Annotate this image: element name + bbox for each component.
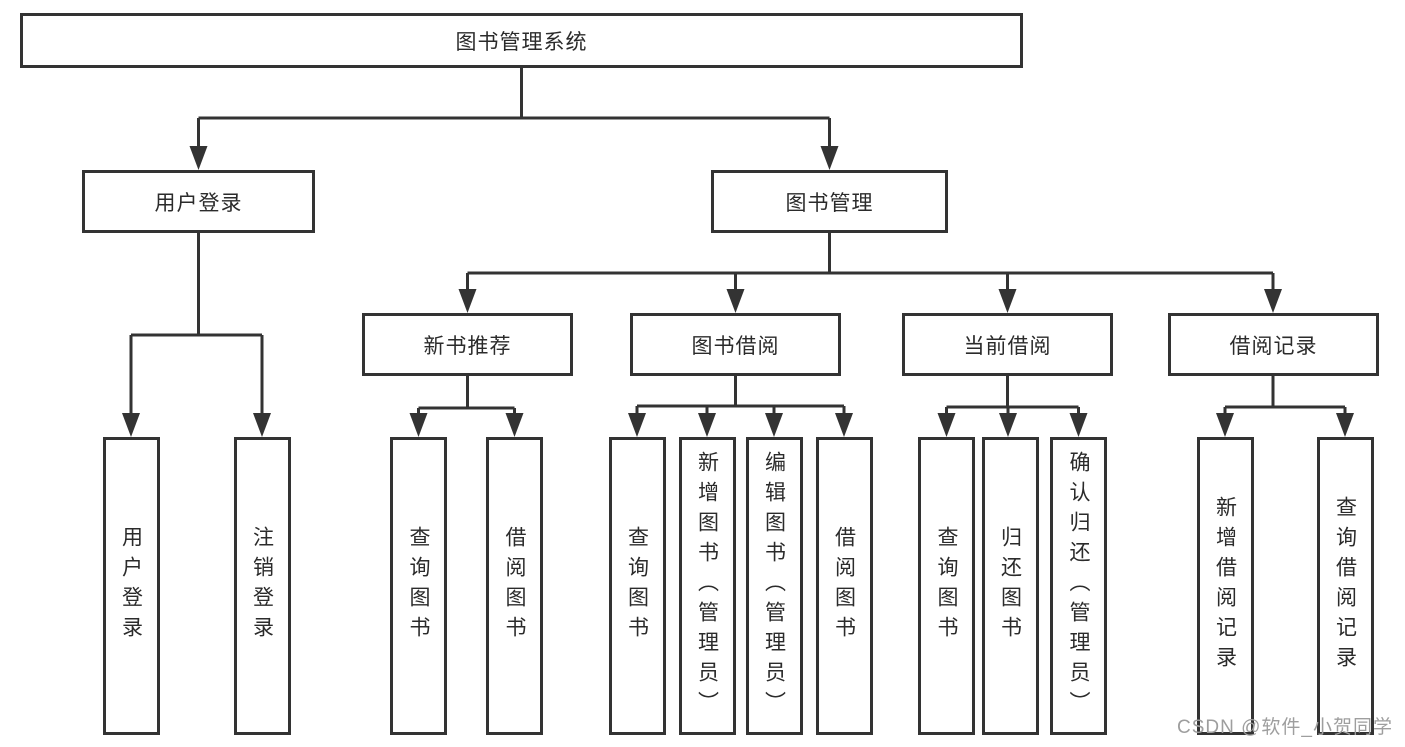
- node-user-login-label: 用户登录: [154, 191, 243, 215]
- node-new-book-rec-label: 新书推荐: [423, 334, 512, 358]
- node-root-label: 图书管理系统: [455, 30, 588, 54]
- leaf-logout-login-label: 注销登录: [250, 526, 274, 646]
- arrow-down-icon: [835, 413, 853, 437]
- leaf-query-books-borrow-label: 查询图书: [625, 526, 649, 646]
- leaf-query-borrow-record-label: 查询借阅记录: [1333, 496, 1357, 676]
- arrow-down-icon: [999, 413, 1017, 437]
- node-book-borrow: 图书借阅: [630, 313, 841, 376]
- node-book-mgmt: 图书管理: [711, 170, 948, 233]
- leaf-query-books-borrow: 查询图书: [608, 437, 666, 735]
- connector-user-login: [129, 233, 264, 417]
- connector-book-borrow: [635, 376, 846, 417]
- connector-root: [197, 68, 831, 150]
- leaf-add-borrow-record: 新增借阅记录: [1196, 437, 1254, 735]
- leaf-edit-book-admin-label: 编辑图书（管理员）: [762, 451, 786, 721]
- arrow-down-icon: [122, 413, 140, 437]
- csdn-watermark: CSDN @软件_小贺同学: [1177, 717, 1393, 738]
- arrow-down-icon: [253, 413, 271, 437]
- node-current-borrow-label: 当前借阅: [963, 334, 1052, 358]
- connector-current-borrow: [945, 376, 1080, 417]
- connector-borrow-record: [1223, 376, 1347, 417]
- node-borrow-record: 借阅记录: [1168, 313, 1379, 376]
- leaf-borrow-books: 借阅图书: [815, 437, 873, 735]
- arrow-down-icon: [1216, 413, 1234, 437]
- leaf-confirm-return-admin: 确认归还（管理员）: [1050, 437, 1107, 735]
- leaf-user-login: 用户登录: [102, 437, 160, 735]
- arrow-down-icon: [409, 413, 428, 437]
- node-new-book-rec: 新书推荐: [362, 313, 573, 376]
- leaf-borrow-books-rec: 借阅图书: [486, 437, 543, 735]
- leaf-query-books-rec: 查询图书: [390, 437, 447, 735]
- node-borrow-record-label: 借阅记录: [1229, 334, 1318, 358]
- leaf-query-books-current-label: 查询图书: [935, 526, 958, 646]
- node-user-login: 用户登录: [82, 170, 315, 233]
- node-root: 图书管理系统: [20, 13, 1023, 68]
- node-current-borrow: 当前借阅: [902, 313, 1113, 376]
- leaf-borrow-books-label: 借阅图书: [832, 526, 856, 646]
- leaf-borrow-books-rec-label: 借阅图书: [503, 526, 526, 646]
- arrow-down-icon: [1069, 413, 1088, 437]
- leaf-logout-login: 注销登录: [233, 437, 291, 735]
- arrow-down-icon: [765, 413, 783, 437]
- arrow-down-icon: [189, 146, 208, 170]
- leaf-query-borrow-record: 查询借阅记录: [1316, 437, 1374, 735]
- leaf-add-borrow-record-label: 新增借阅记录: [1213, 496, 1237, 676]
- node-book-mgmt-label: 图书管理: [785, 191, 874, 215]
- connector-book-mgmt: [466, 233, 1275, 293]
- arrow-down-icon: [998, 289, 1017, 313]
- arrow-down-icon: [726, 289, 745, 313]
- leaf-user-login-label: 用户登录: [119, 526, 143, 646]
- leaf-edit-book-admin: 编辑图书（管理员）: [745, 437, 803, 735]
- arrow-down-icon: [937, 413, 956, 437]
- arrow-down-icon: [1264, 289, 1282, 313]
- arrow-down-icon: [1336, 413, 1354, 437]
- node-book-borrow-label: 图书借阅: [691, 334, 780, 358]
- connector-new-book-rec: [417, 376, 516, 417]
- leaf-add-book-admin-label: 新增图书（管理员）: [695, 451, 719, 721]
- leaf-return-book-label: 归还图书: [998, 526, 1022, 646]
- leaf-confirm-return-admin-label: 确认归还（管理员）: [1067, 451, 1090, 721]
- leaf-query-books-rec-label: 查询图书: [407, 526, 430, 646]
- arrow-down-icon: [820, 146, 839, 170]
- leaf-query-books-current: 查询图书: [918, 437, 975, 735]
- arrow-down-icon: [628, 413, 646, 437]
- arrow-down-icon: [505, 413, 524, 437]
- arrow-down-icon: [698, 413, 716, 437]
- leaf-add-book-admin: 新增图书（管理员）: [678, 437, 736, 735]
- leaf-return-book: 归还图书: [981, 437, 1039, 735]
- arrow-down-icon: [458, 289, 477, 313]
